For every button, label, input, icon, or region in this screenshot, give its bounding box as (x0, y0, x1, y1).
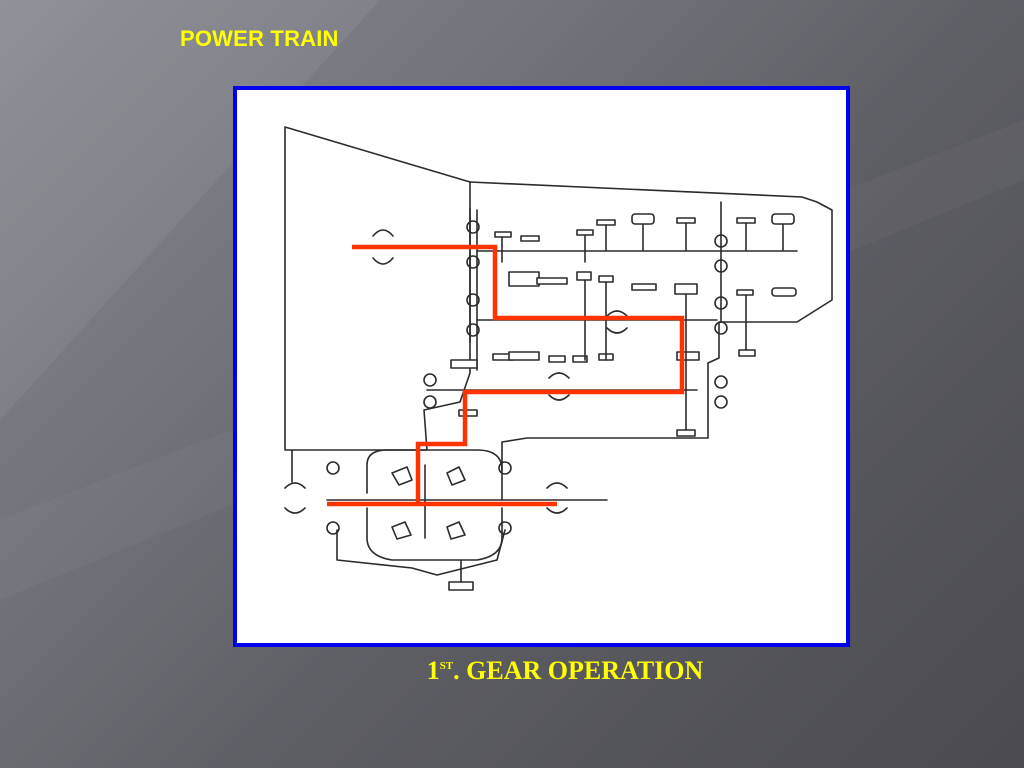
caption-superscript: ST (439, 660, 454, 672)
caption-text: . GEAR OPERATION (453, 656, 704, 685)
slide-title: POWER TRAIN (180, 26, 339, 51)
differential (326, 449, 608, 583)
shafts (426, 201, 798, 391)
output-couplings (284, 310, 628, 514)
gears (448, 213, 797, 591)
bearings (326, 220, 728, 535)
diagram-caption: 1ST. GEAR OPERATION (0, 656, 1024, 686)
gear-stems (501, 222, 784, 431)
converter-housing (284, 126, 471, 483)
power-train-diagram (284, 126, 833, 591)
caption-number: 1 (426, 656, 440, 685)
gear-case (469, 181, 833, 471)
power-flow-path (327, 244, 685, 507)
input-coupling (372, 229, 394, 265)
diagram-frame (233, 86, 850, 647)
